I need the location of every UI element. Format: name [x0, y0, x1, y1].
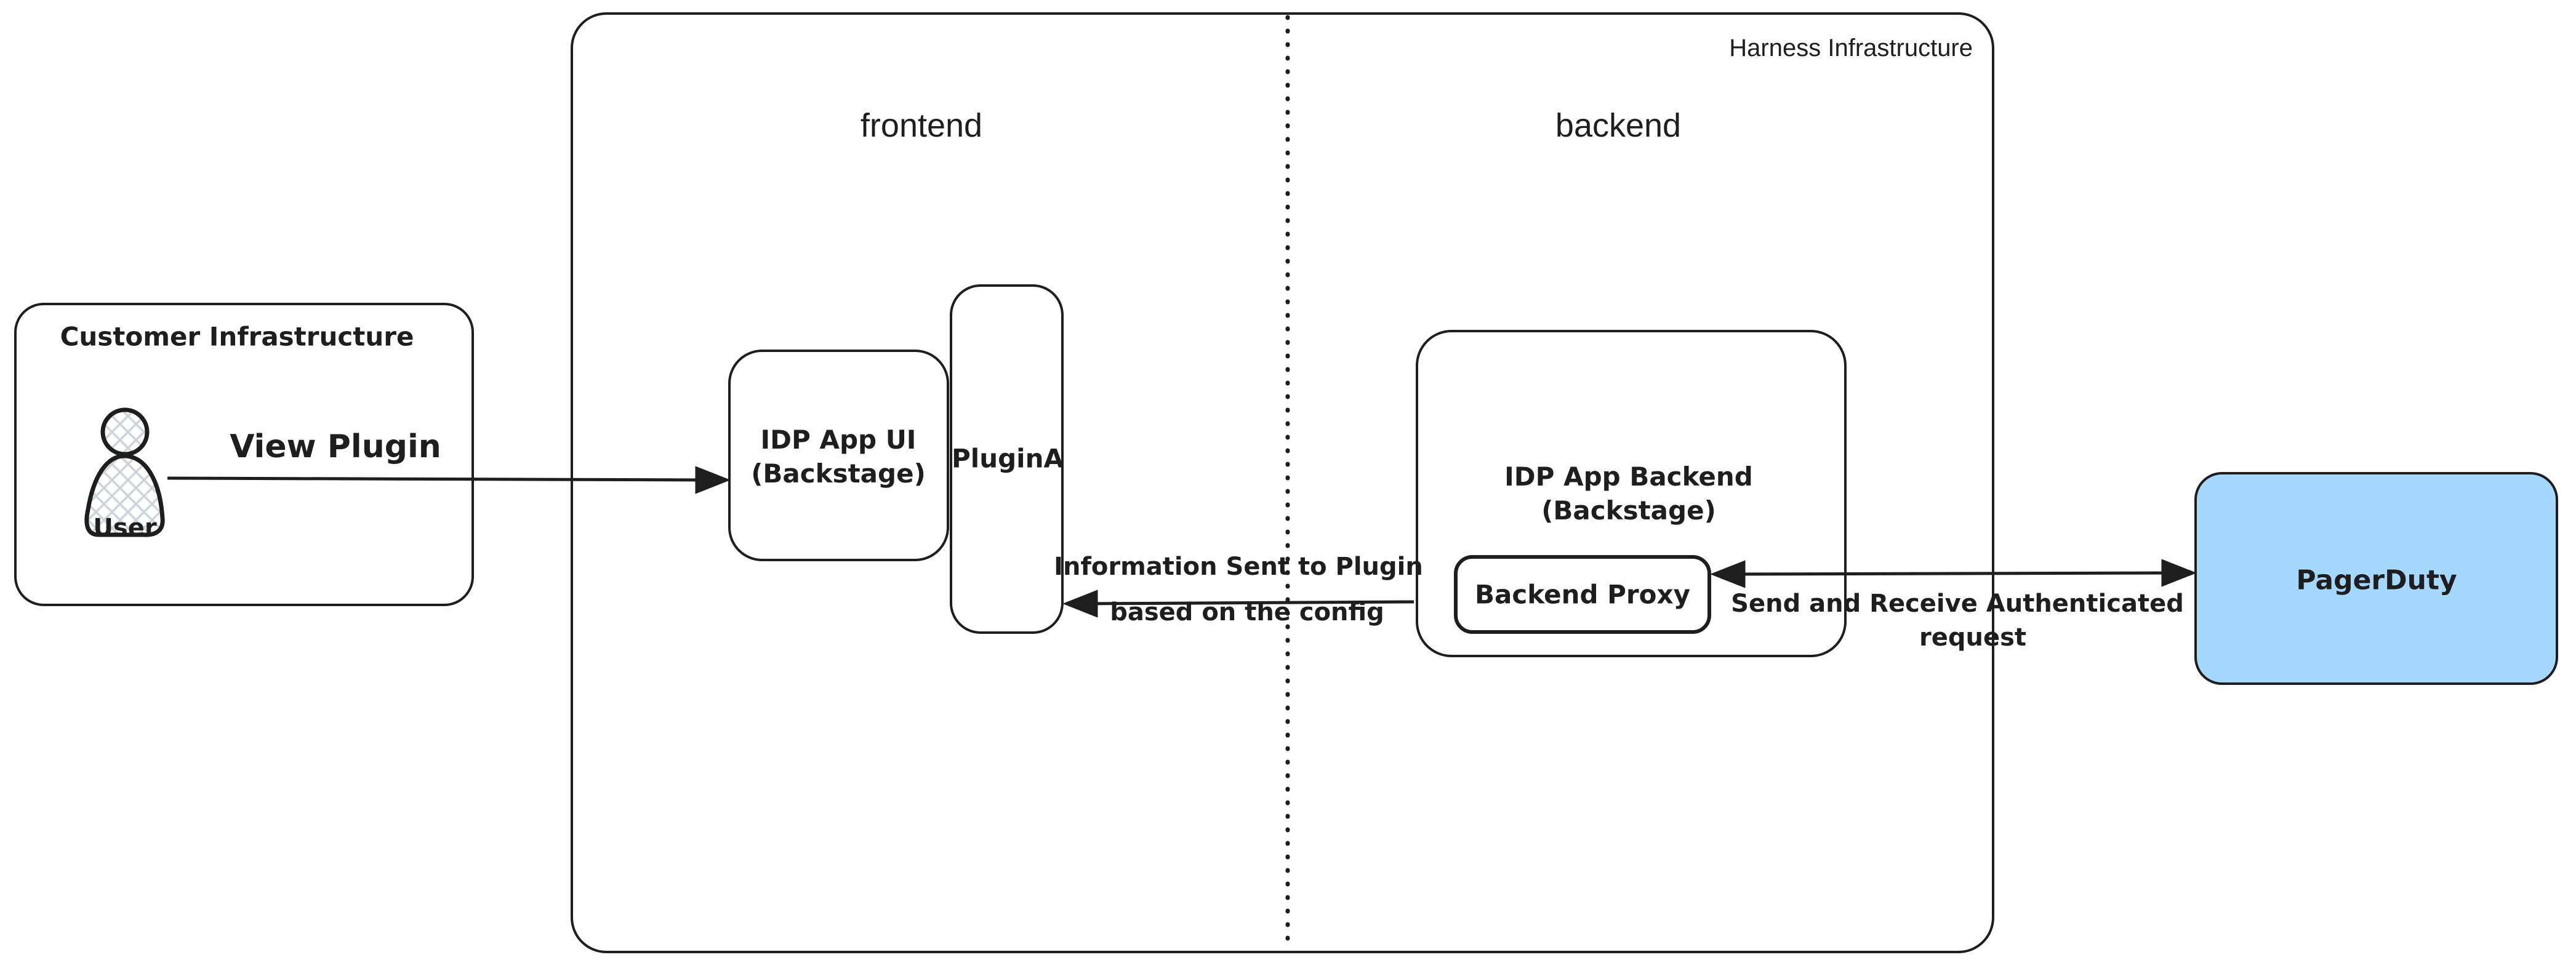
idp-app-backend-node [1416, 330, 1847, 657]
idp-app-ui-node [728, 350, 949, 561]
user-label: User [93, 514, 157, 542]
view-plugin-edge-label: View Plugin [230, 428, 441, 465]
idp-app-backend-label-line2: (Backstage) [1541, 495, 1716, 526]
idp-app-backend-label-line1: IDP App Backend [1504, 462, 1753, 492]
harness-infrastructure-box [571, 12, 1994, 953]
plugin-a-node [950, 284, 1064, 634]
pagerduty-label: PagerDuty [2296, 564, 2457, 596]
plugin-a-label: PluginA [952, 443, 1064, 474]
idp-app-ui-label-line1: IDP App UI [760, 425, 917, 455]
info-sent-edge-label-line1: Information Sent to Plugin [1054, 553, 1423, 581]
backend-proxy-label: Backend Proxy [1475, 579, 1690, 610]
idp-app-backend-label: IDP App Backend (Backstage) [1504, 460, 1753, 527]
info-sent-edge-label-line2: based on the config [1110, 598, 1384, 626]
idp-app-ui-label-line2: (Backstage) [751, 458, 926, 489]
idp-app-ui-label: IDP App UI (Backstage) [751, 423, 926, 490]
customer-box-title: Customer Infrastructure [60, 321, 414, 352]
send-receive-edge-label-line1: Send and Receive Authenticated [1731, 590, 2184, 618]
send-receive-edge-label-line2: request [1919, 623, 2027, 652]
backend-proxy-node [1454, 555, 1711, 634]
customer-infrastructure-box [14, 303, 474, 606]
backend-section-label: backend [1555, 107, 1682, 144]
frontend-section-label: frontend [860, 107, 983, 144]
pagerduty-node [2194, 472, 2558, 685]
harness-box-title: Harness Infrastructure [1729, 34, 1973, 62]
